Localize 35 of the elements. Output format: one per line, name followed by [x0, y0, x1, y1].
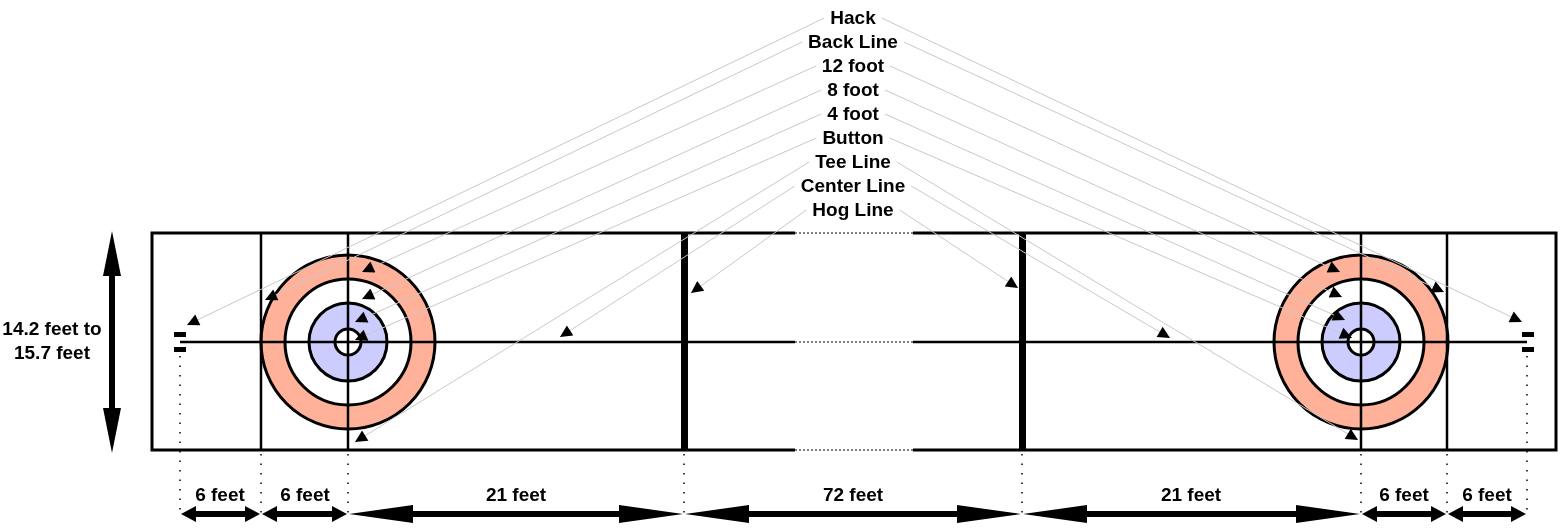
leader-line	[559, 185, 796, 338]
leader-line	[889, 65, 1341, 273]
part-label: Button	[822, 126, 884, 150]
dimension-label: 14.2 feet to 15.7 feet	[2, 317, 102, 365]
leader-line	[354, 137, 817, 341]
leader-line	[354, 113, 822, 323]
part-label: 12 foot	[821, 54, 885, 78]
part-label: Center Line	[800, 174, 906, 198]
leader-line	[884, 113, 1346, 321]
part-label: Tee Line	[815, 150, 891, 174]
leader-line	[903, 41, 1445, 293]
dimension-label: 21 feet	[484, 483, 548, 507]
leader-line	[884, 89, 1343, 298]
dimension-label: 6 feet	[279, 483, 331, 507]
part-label: Back Line	[808, 30, 898, 54]
dimension-label: 6 feet	[1378, 483, 1430, 507]
dimension-label: 21 feet	[1159, 483, 1223, 507]
leader-line	[690, 209, 807, 294]
dimension-label: 6 feet	[194, 483, 246, 507]
part-label: 4 foot	[827, 102, 879, 126]
leader-line	[361, 89, 822, 300]
leader-line	[899, 209, 1019, 289]
leader-line	[264, 41, 803, 301]
dimension-label: 6 feet	[1461, 483, 1513, 507]
part-label: Hack	[830, 6, 876, 30]
leader-line	[186, 17, 825, 326]
leader-line	[361, 65, 817, 273]
dimension-label: 72 feet	[821, 483, 885, 507]
leader-line	[910, 185, 1171, 339]
leader-line	[354, 161, 810, 443]
part-label: Hog Line	[812, 198, 894, 222]
leader-line	[896, 161, 1359, 441]
leader-line	[881, 17, 1523, 323]
leader-line	[889, 137, 1353, 339]
part-label: 8 foot	[827, 78, 879, 102]
